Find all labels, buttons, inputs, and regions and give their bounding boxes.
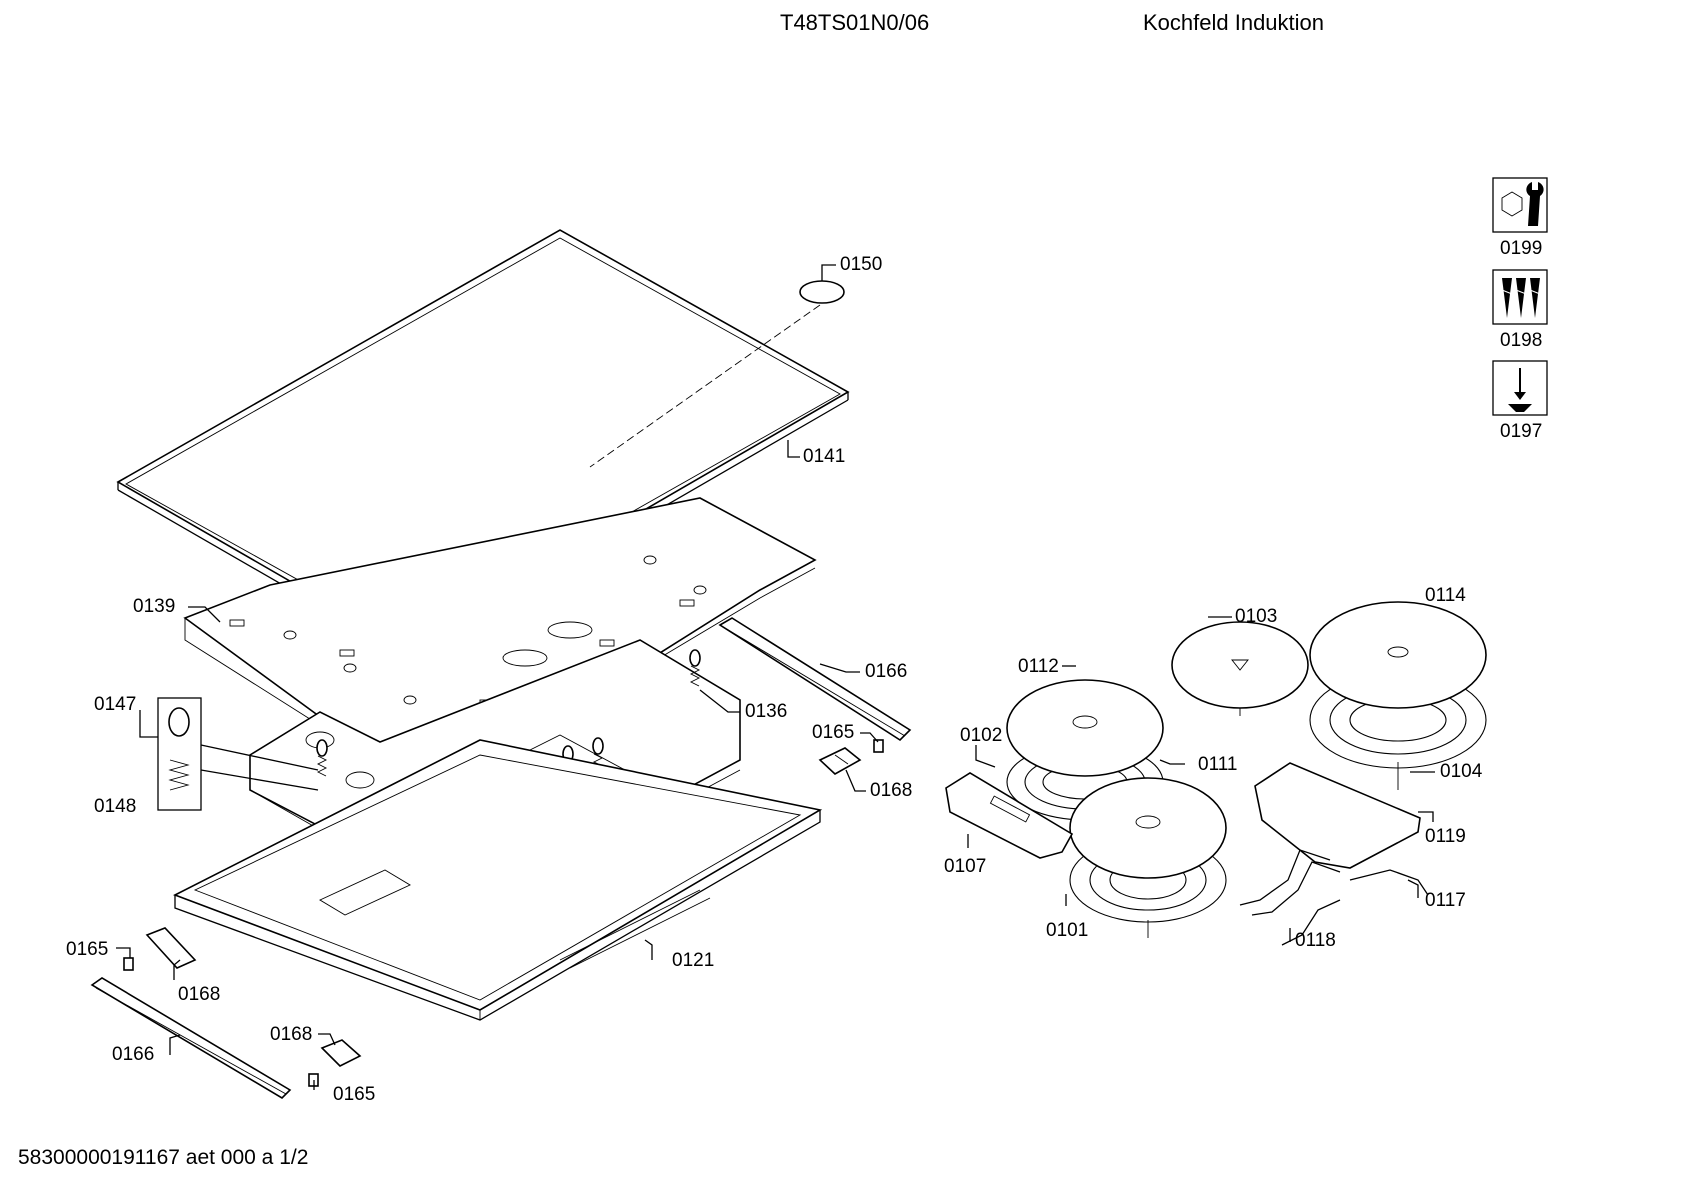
service-icon-0197[interactable]: 0197 [1492, 360, 1548, 442]
induction-coil-front[interactable] [1069, 777, 1227, 938]
document-id: 58300000191167 aet 000 a 1/2 [18, 1146, 309, 1169]
label-0165-upper: 0165 [812, 722, 854, 743]
screwdriver-icon [1508, 368, 1532, 412]
bracket-0168-upper[interactable] [818, 747, 862, 775]
service-label-0197: 0197 [1500, 421, 1542, 442]
label-0117: 0117 [1425, 890, 1466, 911]
clip-0165-left[interactable] [123, 957, 134, 971]
label-0165-left: 0165 [66, 939, 108, 960]
label-0168-upper: 0168 [870, 780, 912, 801]
appliance-description: Kochfeld Induktion [1143, 10, 1325, 35]
side-rail-upper[interactable] [718, 617, 912, 742]
bracket-0168-left[interactable] [145, 927, 197, 969]
bracket-0168-right[interactable] [320, 1039, 362, 1067]
label-0168-right: 0168 [270, 1024, 312, 1045]
side-rail-lower[interactable] [90, 977, 292, 1100]
label-0118: 0118 [1295, 930, 1336, 951]
shield-plate-0119[interactable] [1254, 762, 1421, 869]
bottom-housing[interactable] [173, 739, 823, 1021]
label-0165-right: 0165 [333, 1084, 375, 1105]
label-0112: 0112 [1018, 656, 1059, 677]
label-0150: 0150 [840, 254, 882, 275]
label-0114: 0114 [1425, 585, 1466, 606]
label-0168-left: 0168 [178, 984, 220, 1005]
carrier-plate[interactable] [183, 497, 817, 796]
label-0119: 0119 [1425, 826, 1466, 847]
service-icon-0199[interactable]: 0199 [1492, 177, 1548, 259]
induction-coil-large[interactable] [1309, 601, 1487, 790]
label-0136: 0136 [745, 701, 787, 722]
service-icon-0198[interactable]: 0198 [1492, 269, 1548, 351]
model-number: T48TS01N0/06 [780, 10, 930, 35]
label-0147: 0147 [94, 694, 136, 715]
spring-fitting-box[interactable] [157, 697, 202, 811]
label-0107: 0107 [944, 856, 986, 877]
label-0141: 0141 [803, 446, 845, 467]
service-label-0199: 0199 [1500, 238, 1542, 259]
label-0111: 0111 [1198, 754, 1237, 775]
screws-icon [1501, 278, 1541, 318]
clip-0165-upper[interactable] [873, 739, 884, 753]
label-0103: 0103 [1235, 606, 1277, 627]
label-0166-upper: 0166 [865, 661, 907, 682]
leader-lines [116, 264, 1435, 1090]
label-0104: 0104 [1440, 761, 1483, 782]
label-0166-lower: 0166 [112, 1044, 154, 1065]
label-0148: 0148 [94, 796, 136, 817]
label-0139: 0139 [133, 596, 175, 617]
wiring-harness[interactable] [1239, 849, 1429, 946]
label-0102: 0102 [960, 725, 1002, 746]
wrench-nut-icon [1501, 182, 1544, 226]
induction-coil-small-top[interactable] [1171, 621, 1309, 716]
label-0101: 0101 [1046, 920, 1088, 941]
shield-plate-0107[interactable] [945, 772, 1074, 859]
label-0121: 0121 [672, 950, 714, 971]
service-label-0198: 0198 [1500, 330, 1542, 351]
